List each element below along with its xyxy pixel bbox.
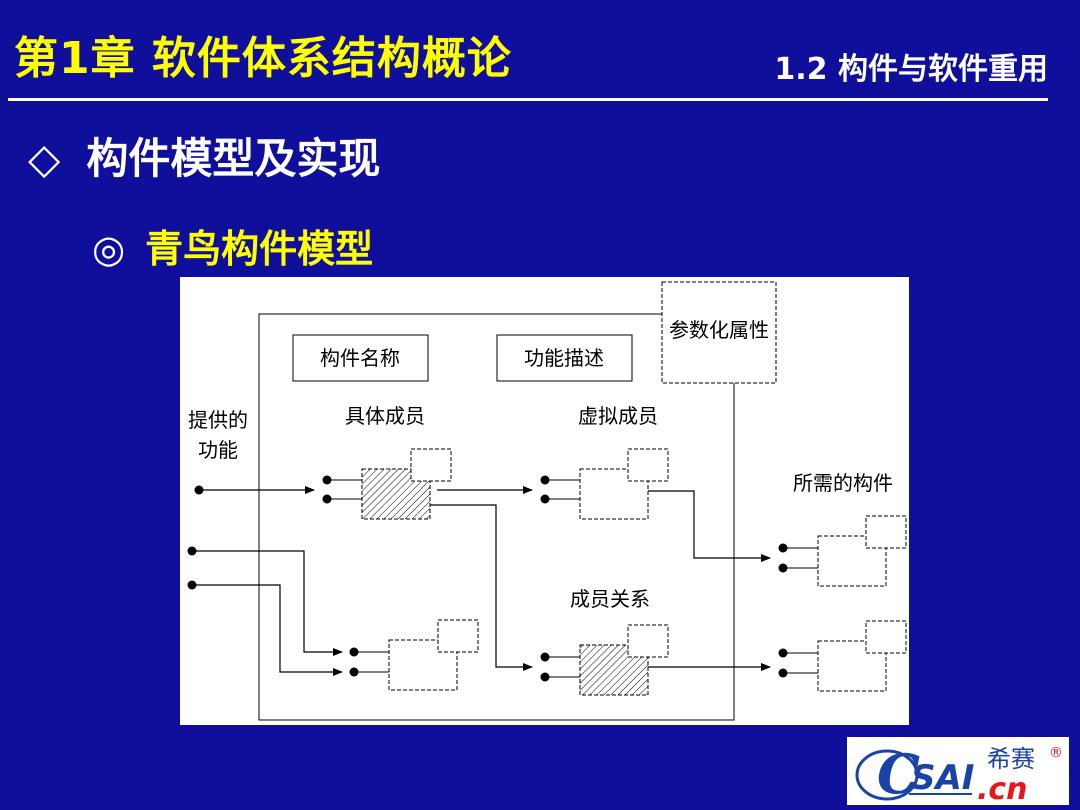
double-circle-bullet-icon: ◎	[92, 227, 126, 271]
concrete-member-component	[322, 448, 452, 520]
func-desc-label: 功能描述	[524, 346, 604, 370]
component-name-box	[292, 334, 429, 382]
heading-text: 构件模型及实现	[86, 134, 381, 183]
csai-logo: C SAI 希赛 .cn ®	[847, 737, 1069, 807]
connector-lines	[192, 486, 771, 676]
logo-registered-mark: ®	[1049, 745, 1063, 761]
required-component-a	[778, 515, 907, 587]
func-desc-box	[496, 334, 633, 382]
diamond-bullet-icon: ◇	[28, 134, 61, 183]
section-title: 1.2 构件与软件重用	[774, 52, 1048, 87]
member-relation-component	[540, 624, 669, 696]
param-attr-label: 参数化属性	[669, 318, 769, 342]
logo-sai: SAI	[911, 758, 974, 798]
subheading-text: 青鸟构件模型	[145, 227, 374, 271]
component-boundary	[258, 313, 735, 721]
component-model-diagram: 参数化属性 构件名称 功能描述 提供的 功能 具体成员 虚拟成员 所需的构件 成…	[180, 277, 909, 725]
virtual-member-component	[540, 448, 669, 520]
concrete-member-label: 具体成员	[345, 404, 425, 428]
required-component-label: 所需的构件	[793, 471, 893, 495]
subheading: ◎ 青鸟构件模型	[92, 218, 373, 273]
param-attr-box	[661, 281, 777, 384]
logo-cn-text: 希赛	[987, 745, 1035, 773]
chapter-title: 第1章 软件体系结构概论	[14, 33, 512, 84]
heading: ◇ 构件模型及实现	[28, 125, 380, 186]
bottom-left-component	[349, 619, 479, 691]
member-relation-label: 成员关系	[570, 587, 650, 611]
logo-domain: .cn	[977, 772, 1028, 805]
component-name-label: 构件名称	[320, 346, 400, 370]
provided-func-label-2: 功能	[198, 438, 238, 462]
header-divider	[8, 98, 1048, 101]
svg-text:C: C	[877, 742, 920, 805]
virtual-member-label: 虚拟成员	[578, 404, 658, 428]
provided-func-label-1: 提供的	[188, 408, 248, 432]
required-component-b	[778, 620, 907, 692]
